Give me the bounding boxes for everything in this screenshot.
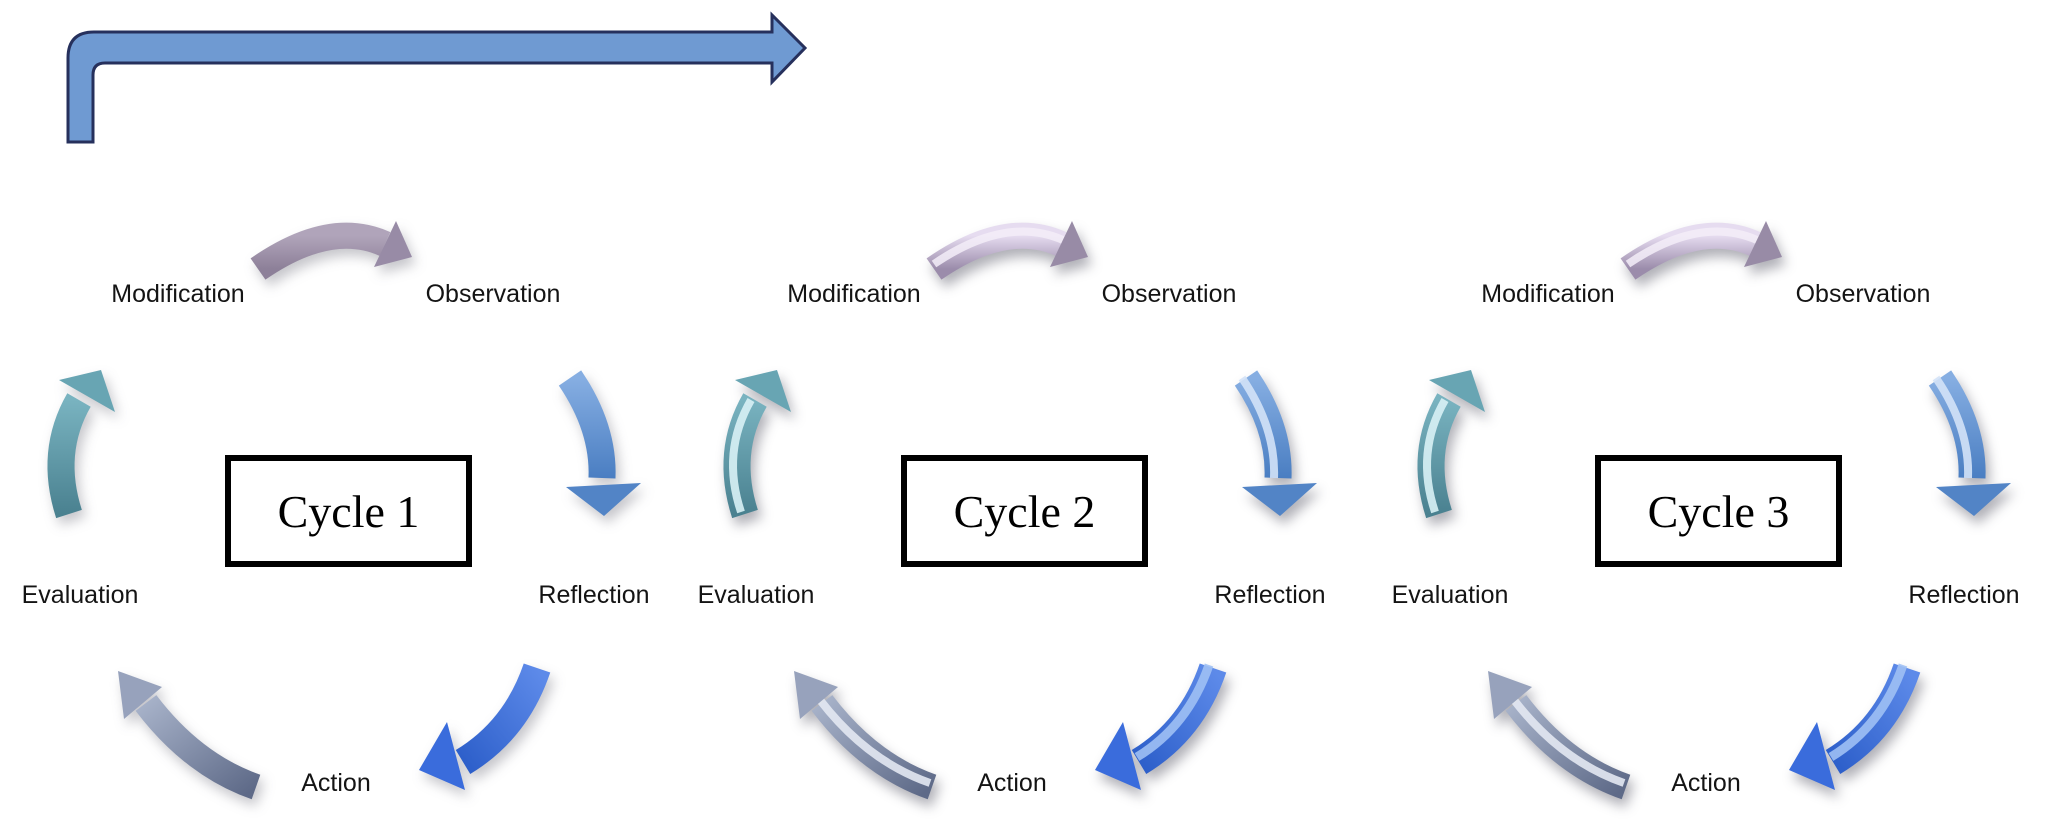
cycle-title: Cycle 2 (953, 485, 1096, 537)
action-to-evaluation-arrow (118, 671, 261, 800)
modification-to-observation-arrow (926, 221, 1088, 280)
modification-to-observation-arrow (1620, 221, 1782, 280)
reflection-to-action-arrow (1095, 663, 1227, 790)
reflection-to-action-arrow (1789, 663, 1921, 790)
observation-to-reflection-arrow (558, 370, 641, 516)
cycle-title: Cycle 1 (277, 485, 420, 537)
cycle-title: Cycle 3 (1647, 485, 1790, 537)
evaluation-to-modification-arrow (47, 370, 115, 519)
modification-to-observation-arrow (250, 221, 412, 280)
stage-label-modification: Modification (111, 280, 245, 308)
cycle-box: Cycle 2 (901, 455, 1148, 567)
evaluation-to-modification-arrow (1417, 370, 1485, 519)
continuation-elbow-arrow (66, 11, 808, 144)
cycle-box: Cycle 3 (1595, 455, 1842, 567)
reflection-to-action-arrow (419, 663, 551, 790)
stage-label-reflection: Reflection (1908, 581, 2020, 609)
cycle-3: Modification Observation Evaluation Refl… (1370, 135, 2048, 835)
stage-label-action: Action (977, 769, 1047, 797)
stage-label-observation: Observation (1795, 280, 1931, 308)
stage-label-reflection: Reflection (538, 581, 650, 609)
stage-label-modification: Modification (787, 280, 921, 308)
cycle-box: Cycle 1 (225, 455, 472, 567)
stage-label-evaluation: Evaluation (1391, 581, 1509, 609)
observation-to-reflection-arrow (1928, 370, 2011, 516)
cycle-2: Modification Observation Evaluation Refl… (676, 135, 1356, 835)
evaluation-to-modification-arrow (723, 370, 791, 519)
stage-label-observation: Observation (425, 280, 561, 308)
stage-label-action: Action (301, 769, 371, 797)
stage-label-reflection: Reflection (1214, 581, 1326, 609)
stage-label-evaluation: Evaluation (697, 581, 815, 609)
observation-to-reflection-arrow (1234, 370, 1317, 516)
stage-label-observation: Observation (1101, 280, 1237, 308)
action-to-evaluation-arrow (794, 671, 937, 800)
cycle-1: Modification Observation Evaluation Refl… (0, 135, 680, 835)
stage-label-modification: Modification (1481, 280, 1615, 308)
action-to-evaluation-arrow (1488, 671, 1631, 800)
stage-label-evaluation: Evaluation (21, 581, 139, 609)
stage-label-action: Action (1671, 769, 1741, 797)
